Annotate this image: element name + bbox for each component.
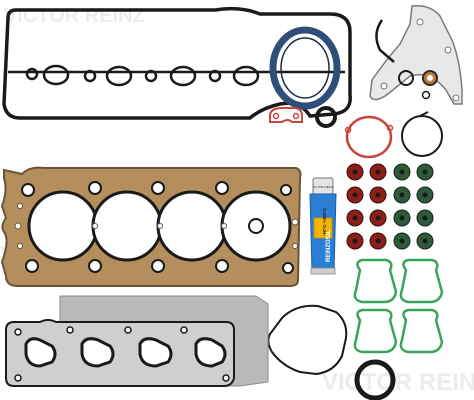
bolt-seal-1 bbox=[25, 67, 39, 81]
water-pump-gasket bbox=[267, 304, 348, 376]
intake-gasket-2 bbox=[399, 258, 444, 304]
tube-crimp bbox=[310, 267, 336, 275]
cylinder-bore-3 bbox=[156, 190, 228, 262]
spark-plug-seal-1 bbox=[42, 64, 70, 86]
small-seals-cluster bbox=[269, 106, 337, 128]
intake-port-gaskets bbox=[353, 258, 444, 354]
bolt-seal-2 bbox=[83, 69, 97, 83]
timing-cover-seal-strip bbox=[375, 19, 395, 63]
timing-small-orings bbox=[398, 70, 438, 100]
intake-gasket-1 bbox=[353, 258, 398, 304]
rear-main-seal bbox=[269, 26, 341, 110]
exhaust-ports bbox=[24, 337, 227, 368]
sealant-tube: VICTOR REINZ -50°C +300°C REINZOSIL bbox=[309, 177, 337, 275]
timing-cover-gasket bbox=[369, 4, 463, 105]
loose-small-oring bbox=[248, 218, 264, 234]
spark-plug-seal-3 bbox=[169, 65, 197, 87]
valve-cover-gasket bbox=[2, 6, 352, 120]
exhaust-gasket-outline bbox=[5, 319, 235, 387]
cylinder-bore-2 bbox=[91, 190, 163, 262]
spark-plug-seal-row bbox=[25, 64, 260, 87]
valve-cover-gasket-outer bbox=[2, 6, 352, 120]
intake-gasket-3 bbox=[353, 308, 398, 354]
valve-seals-green bbox=[393, 163, 434, 250]
thermostat-gasket bbox=[269, 107, 303, 123]
intake-gasket-4 bbox=[399, 308, 444, 354]
exhaust-port-2 bbox=[80, 337, 115, 368]
exhaust-manifold-gasket bbox=[5, 295, 269, 387]
cylinder-bore-1 bbox=[27, 190, 99, 262]
red-oring-gasket bbox=[344, 115, 394, 159]
spark-plug-seal-2 bbox=[105, 65, 133, 87]
exhaust-port-1 bbox=[24, 337, 57, 368]
bolt-seal-4 bbox=[208, 69, 222, 83]
exhaust-port-4 bbox=[194, 337, 227, 368]
exhaust-port-3 bbox=[138, 337, 173, 368]
tube-badge bbox=[313, 217, 333, 239]
head-bolt-holes bbox=[21, 181, 294, 274]
valve-seals-red bbox=[346, 163, 387, 250]
black-oring-right bbox=[401, 111, 443, 157]
tube-cap-label: VICTOR REINZ bbox=[312, 185, 333, 189]
camshaft-seal bbox=[315, 106, 337, 128]
watermark-brand-bottom: VICTOR REINZ bbox=[322, 369, 474, 396]
crankshaft-front-seal bbox=[354, 359, 396, 400]
tube-body-label: REINZOSIL bbox=[326, 230, 332, 262]
cylinder-head-gasket bbox=[0, 166, 302, 287]
spark-plug-seal-4 bbox=[232, 65, 260, 87]
head-coolant-holes bbox=[14, 203, 299, 249]
valve-stem-seals bbox=[346, 163, 434, 250]
tube-badge-text: -50°C +300°C bbox=[322, 207, 327, 236]
cylinder-bore-4 bbox=[220, 190, 292, 262]
bolt-seal-3 bbox=[144, 69, 158, 83]
